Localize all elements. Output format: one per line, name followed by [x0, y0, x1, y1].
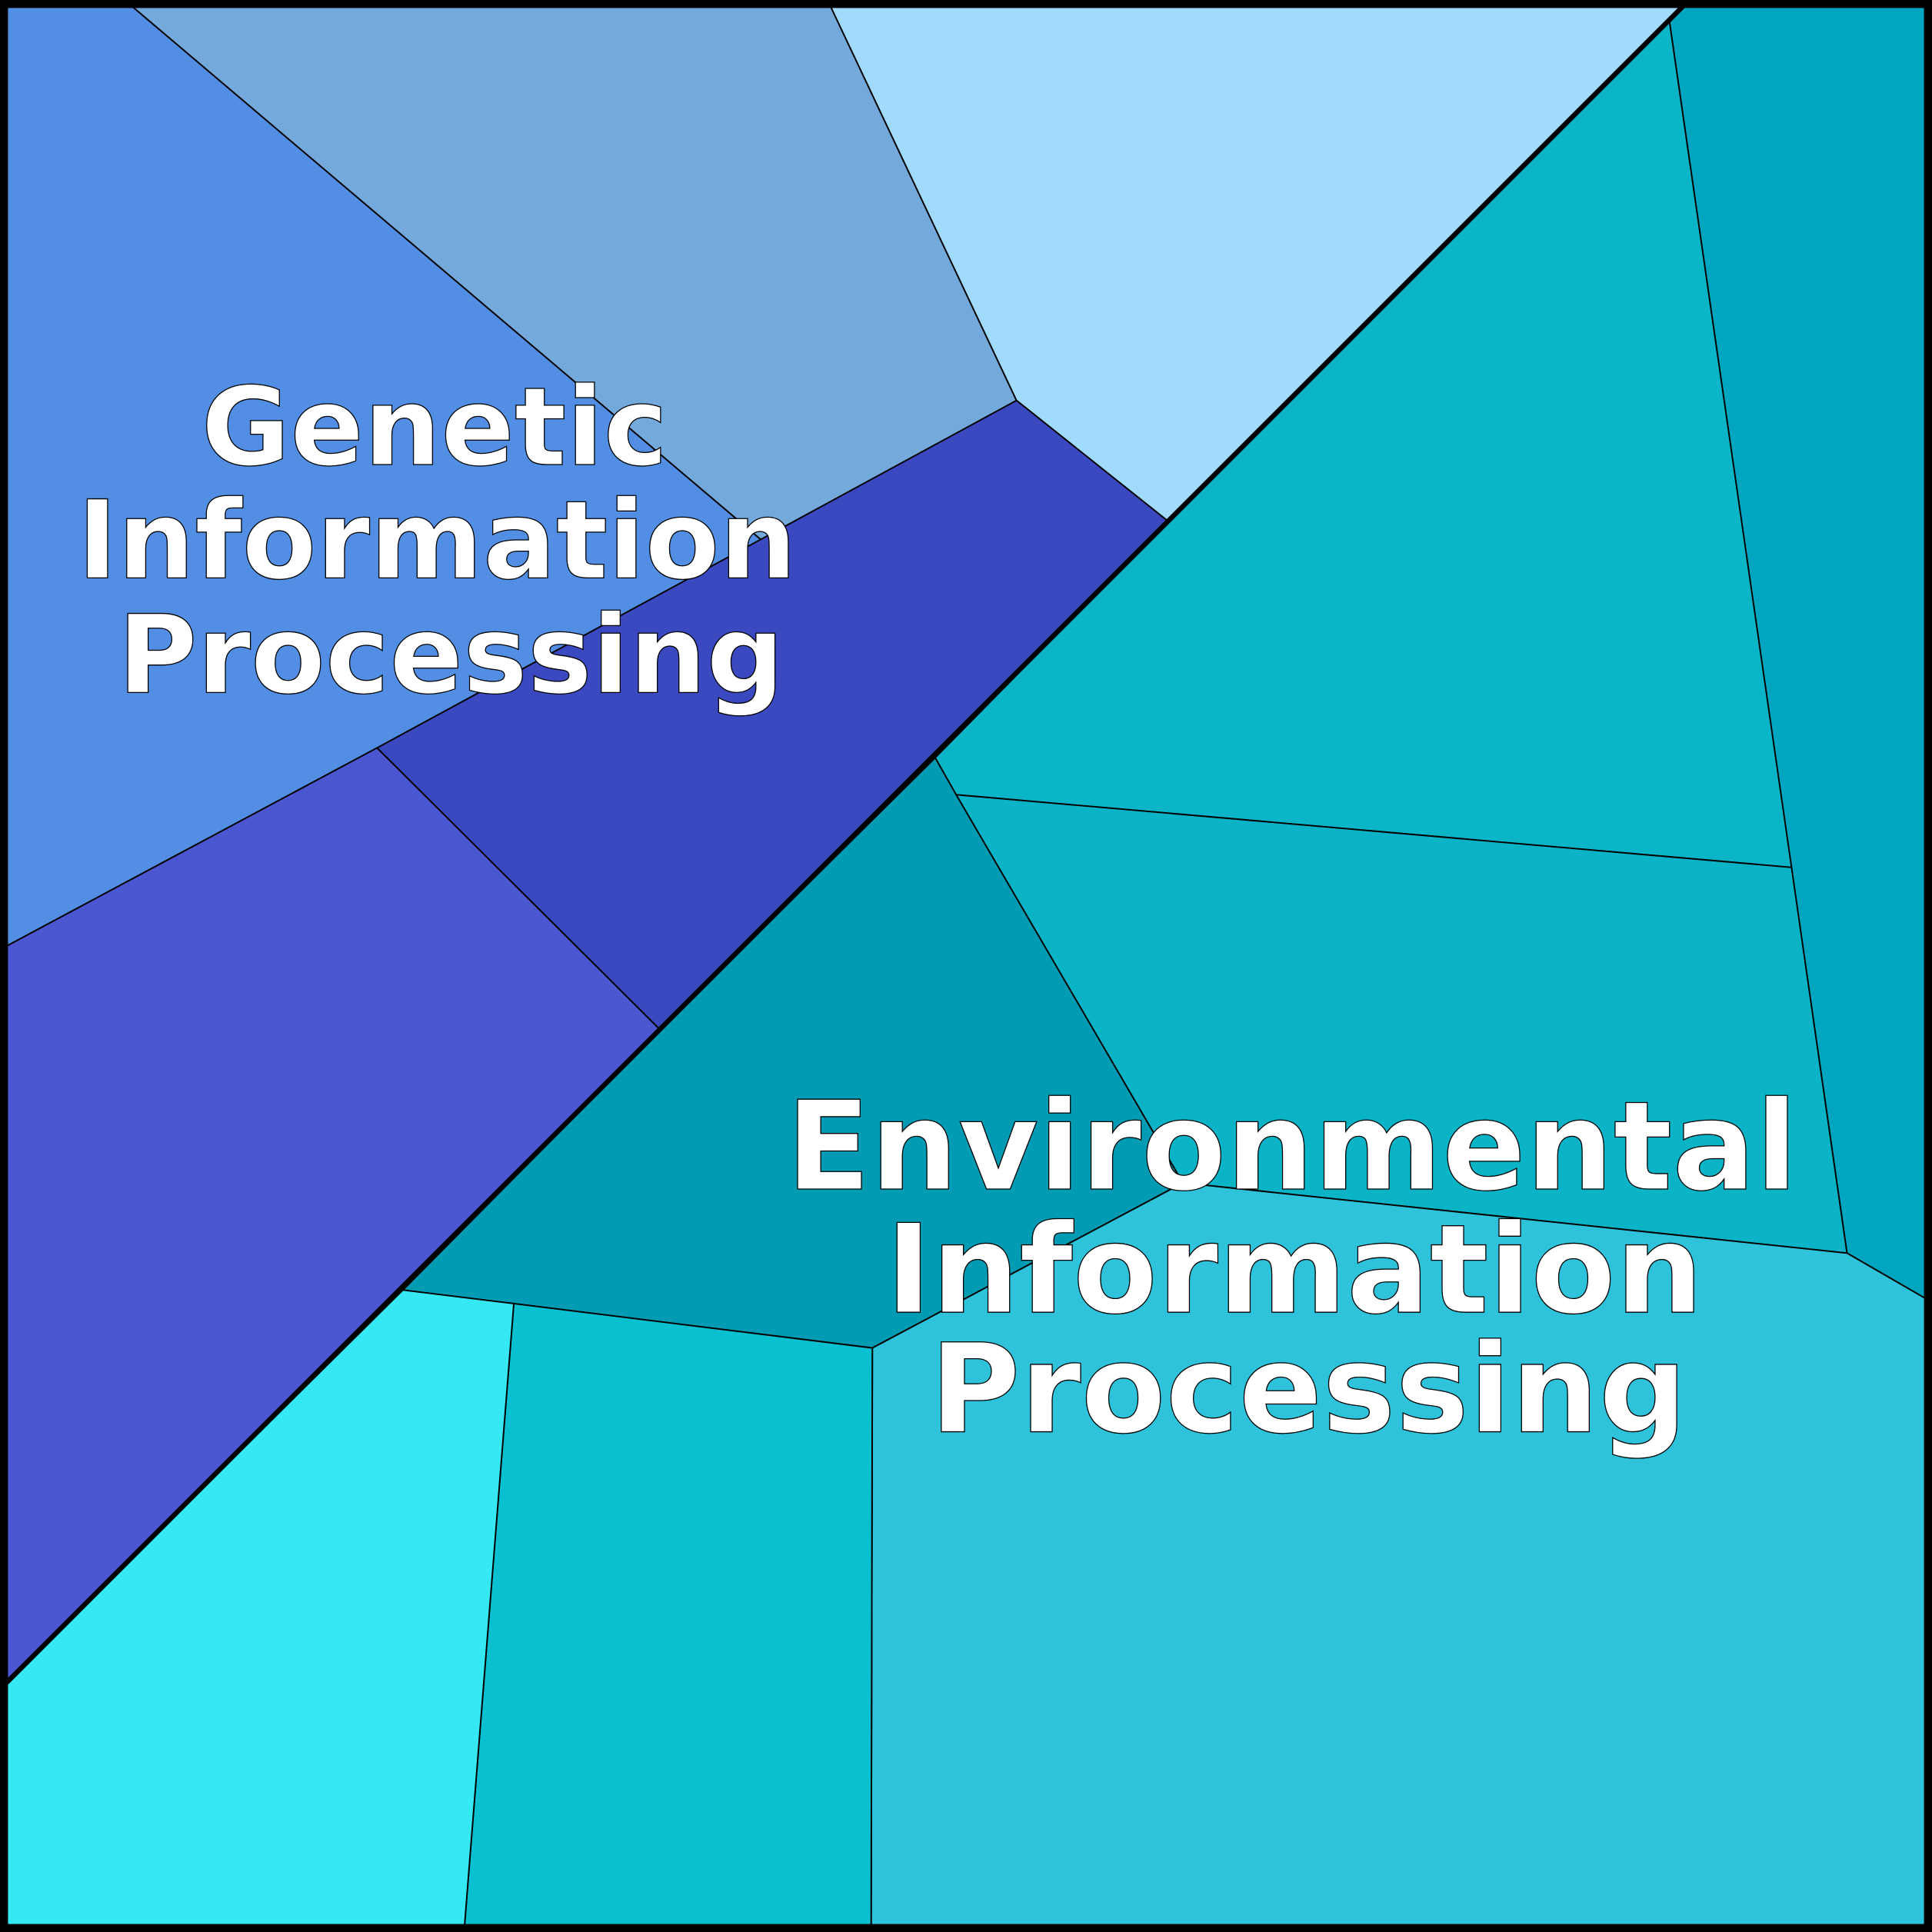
environmental-label: Environmental Information Processing: [786, 1074, 1840, 1461]
genetic-label: Genetic Information Processing: [77, 365, 834, 718]
genetic-information-processing-group: [5, 5, 1685, 1685]
cell: [463, 1302, 874, 1927]
label-line: Information: [886, 1198, 1704, 1341]
label-line: Environmental: [786, 1074, 1797, 1218]
group-boundary: [4, 4, 1685, 1685]
label-line: Processing: [118, 592, 784, 718]
label-line: Genetic: [202, 365, 668, 491]
label-line: Information: [77, 478, 796, 604]
label-line: Processing: [930, 1317, 1687, 1461]
